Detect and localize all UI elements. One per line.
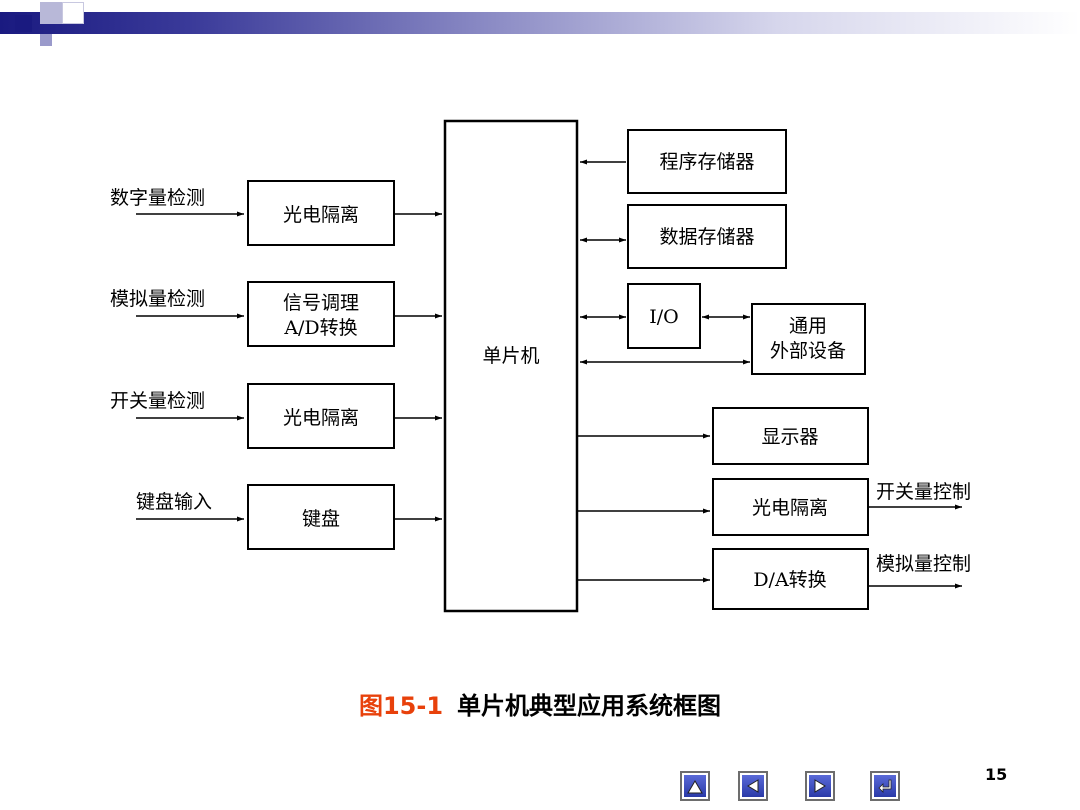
figure-number: 图15-1 xyxy=(358,692,444,720)
return-button[interactable] xyxy=(870,771,900,801)
signal-text: 信号调理 xyxy=(283,292,359,314)
da-text: D/A转换 xyxy=(753,569,826,591)
title-bar-gradient xyxy=(0,12,1080,34)
logo-square-dark xyxy=(15,15,32,32)
prev-icon xyxy=(742,775,764,797)
ad-text: A/D转换 xyxy=(283,317,357,339)
opto1-text: 光电隔离 xyxy=(283,204,359,226)
logo-square-mid xyxy=(40,34,52,46)
da-block xyxy=(712,548,869,610)
label-digital-input: 数字量检测 xyxy=(110,187,205,209)
label-analog-input: 模拟量检测 xyxy=(110,288,205,310)
return-icon xyxy=(874,775,896,797)
io-text: I/O xyxy=(649,306,678,328)
figure-caption: 图15-1 单片机典型应用系统框图 xyxy=(0,686,1080,721)
mcu-text: 单片机 xyxy=(482,345,539,367)
peripheral-text-2: 外部设备 xyxy=(770,340,846,362)
data-memory-text: 数据存储器 xyxy=(659,226,754,248)
label-switch-control: 开关量控制 xyxy=(876,481,971,503)
label-analog-control: 模拟量控制 xyxy=(876,553,971,575)
next-button[interactable] xyxy=(805,771,835,801)
program-memory-block xyxy=(627,129,787,194)
display-block xyxy=(712,407,869,465)
data-memory-block xyxy=(627,204,787,269)
peripheral-block xyxy=(751,303,866,375)
program-memory-text: 程序存储器 xyxy=(659,151,754,173)
display-text: 显示器 xyxy=(761,426,818,448)
keyboard-text: 键盘 xyxy=(302,508,340,530)
opto-block-1 xyxy=(247,180,395,246)
home-button[interactable] xyxy=(680,771,710,801)
home-icon xyxy=(684,775,706,797)
figure-title: 单片机典型应用系统框图 xyxy=(457,692,722,720)
signal-ad-block xyxy=(247,281,395,347)
logo-square-light xyxy=(40,2,62,24)
label-switch-input: 开关量检测 xyxy=(110,390,205,412)
next-icon xyxy=(809,775,831,797)
label-keyboard-input: 键盘输入 xyxy=(136,491,212,513)
logo-square-light-2 xyxy=(62,2,84,24)
prev-button[interactable] xyxy=(738,771,768,801)
page-number: 15 xyxy=(985,765,1008,784)
io-block xyxy=(627,283,701,349)
opto2-text: 光电隔离 xyxy=(283,407,359,429)
mcu-block xyxy=(443,119,579,613)
opto-out-text: 光电隔离 xyxy=(752,497,828,519)
opto-block-2 xyxy=(247,383,395,449)
peripheral-text-1: 通用 xyxy=(789,315,827,337)
keyboard-block xyxy=(247,484,395,550)
